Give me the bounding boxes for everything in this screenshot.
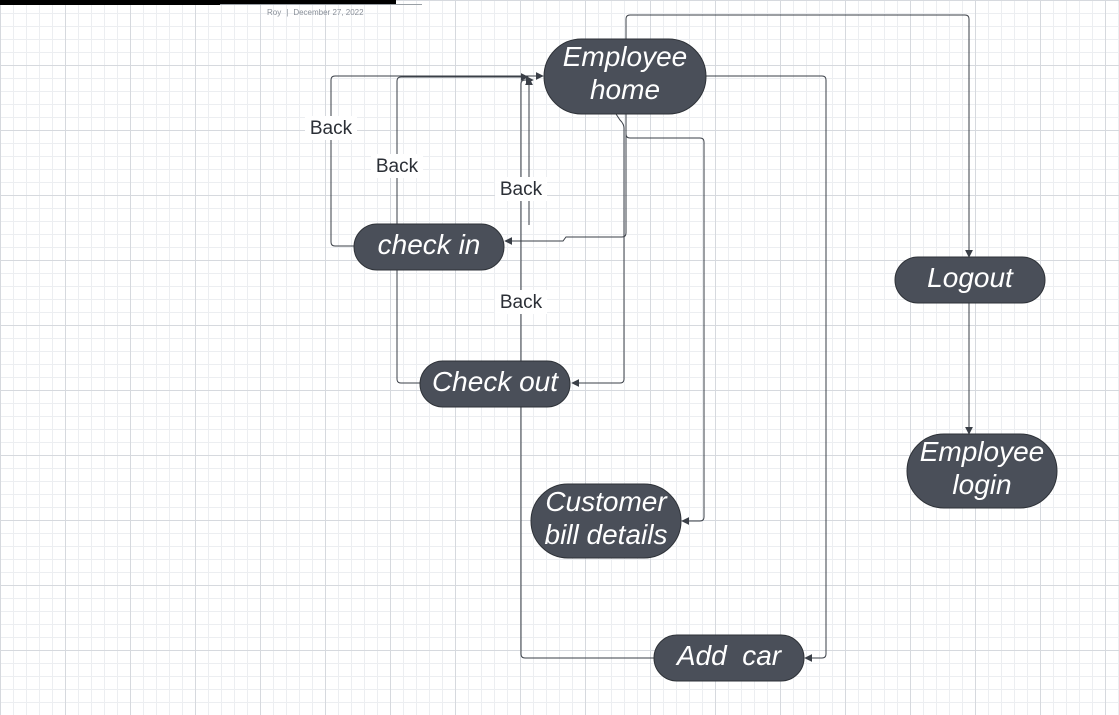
svg-text:Back: Back <box>500 179 543 200</box>
edge-label-back-2: Back <box>371 154 423 178</box>
author-name: Roy <box>267 8 282 17</box>
edge-label-back-3: Back <box>495 177 547 201</box>
svg-text:Logout: Logout <box>927 262 1014 293</box>
edge-checkin-back-home <box>330 72 544 247</box>
node-employee-home[interactable]: Employee home <box>543 38 707 115</box>
svg-text:Customer: Customer <box>545 486 668 517</box>
svg-text:check in: check in <box>378 229 481 260</box>
title-underline <box>220 4 422 5</box>
svg-text:Add car: Add car <box>675 640 783 671</box>
edge-home-to-addcar <box>706 75 827 662</box>
svg-text:login: login <box>952 469 1011 500</box>
title-bar <box>0 0 396 5</box>
svg-text:Employee: Employee <box>920 436 1045 467</box>
svg-text:Back: Back <box>310 118 353 139</box>
edge-home-to-bill <box>625 114 705 525</box>
node-employee-login[interactable]: Employee login <box>906 433 1058 509</box>
svg-text:bill details: bill details <box>545 519 668 550</box>
document-date: December 27, 2022 <box>293 8 364 17</box>
edge-home-to-logout <box>625 14 973 258</box>
svg-text:Check out: Check out <box>432 366 559 397</box>
node-logout[interactable]: Logout <box>894 256 1046 304</box>
edge-label-back-1: Back <box>305 116 357 140</box>
edge-home-to-checkout <box>571 113 625 387</box>
node-add-car[interactable]: Add car <box>653 634 805 682</box>
node-customer-bill-details[interactable]: Customer bill details <box>530 483 682 559</box>
svg-text:Employee: Employee <box>563 41 688 72</box>
svg-text:Back: Back <box>500 292 543 313</box>
svg-text:home: home <box>590 74 660 105</box>
svg-text:Back: Back <box>376 156 419 177</box>
node-check-in[interactable]: check in <box>353 223 505 271</box>
node-check-out[interactable]: Check out <box>419 360 571 408</box>
edge-label-back-4: Back <box>495 290 547 314</box>
document-meta: Roy|December 27, 2022 <box>267 8 364 17</box>
